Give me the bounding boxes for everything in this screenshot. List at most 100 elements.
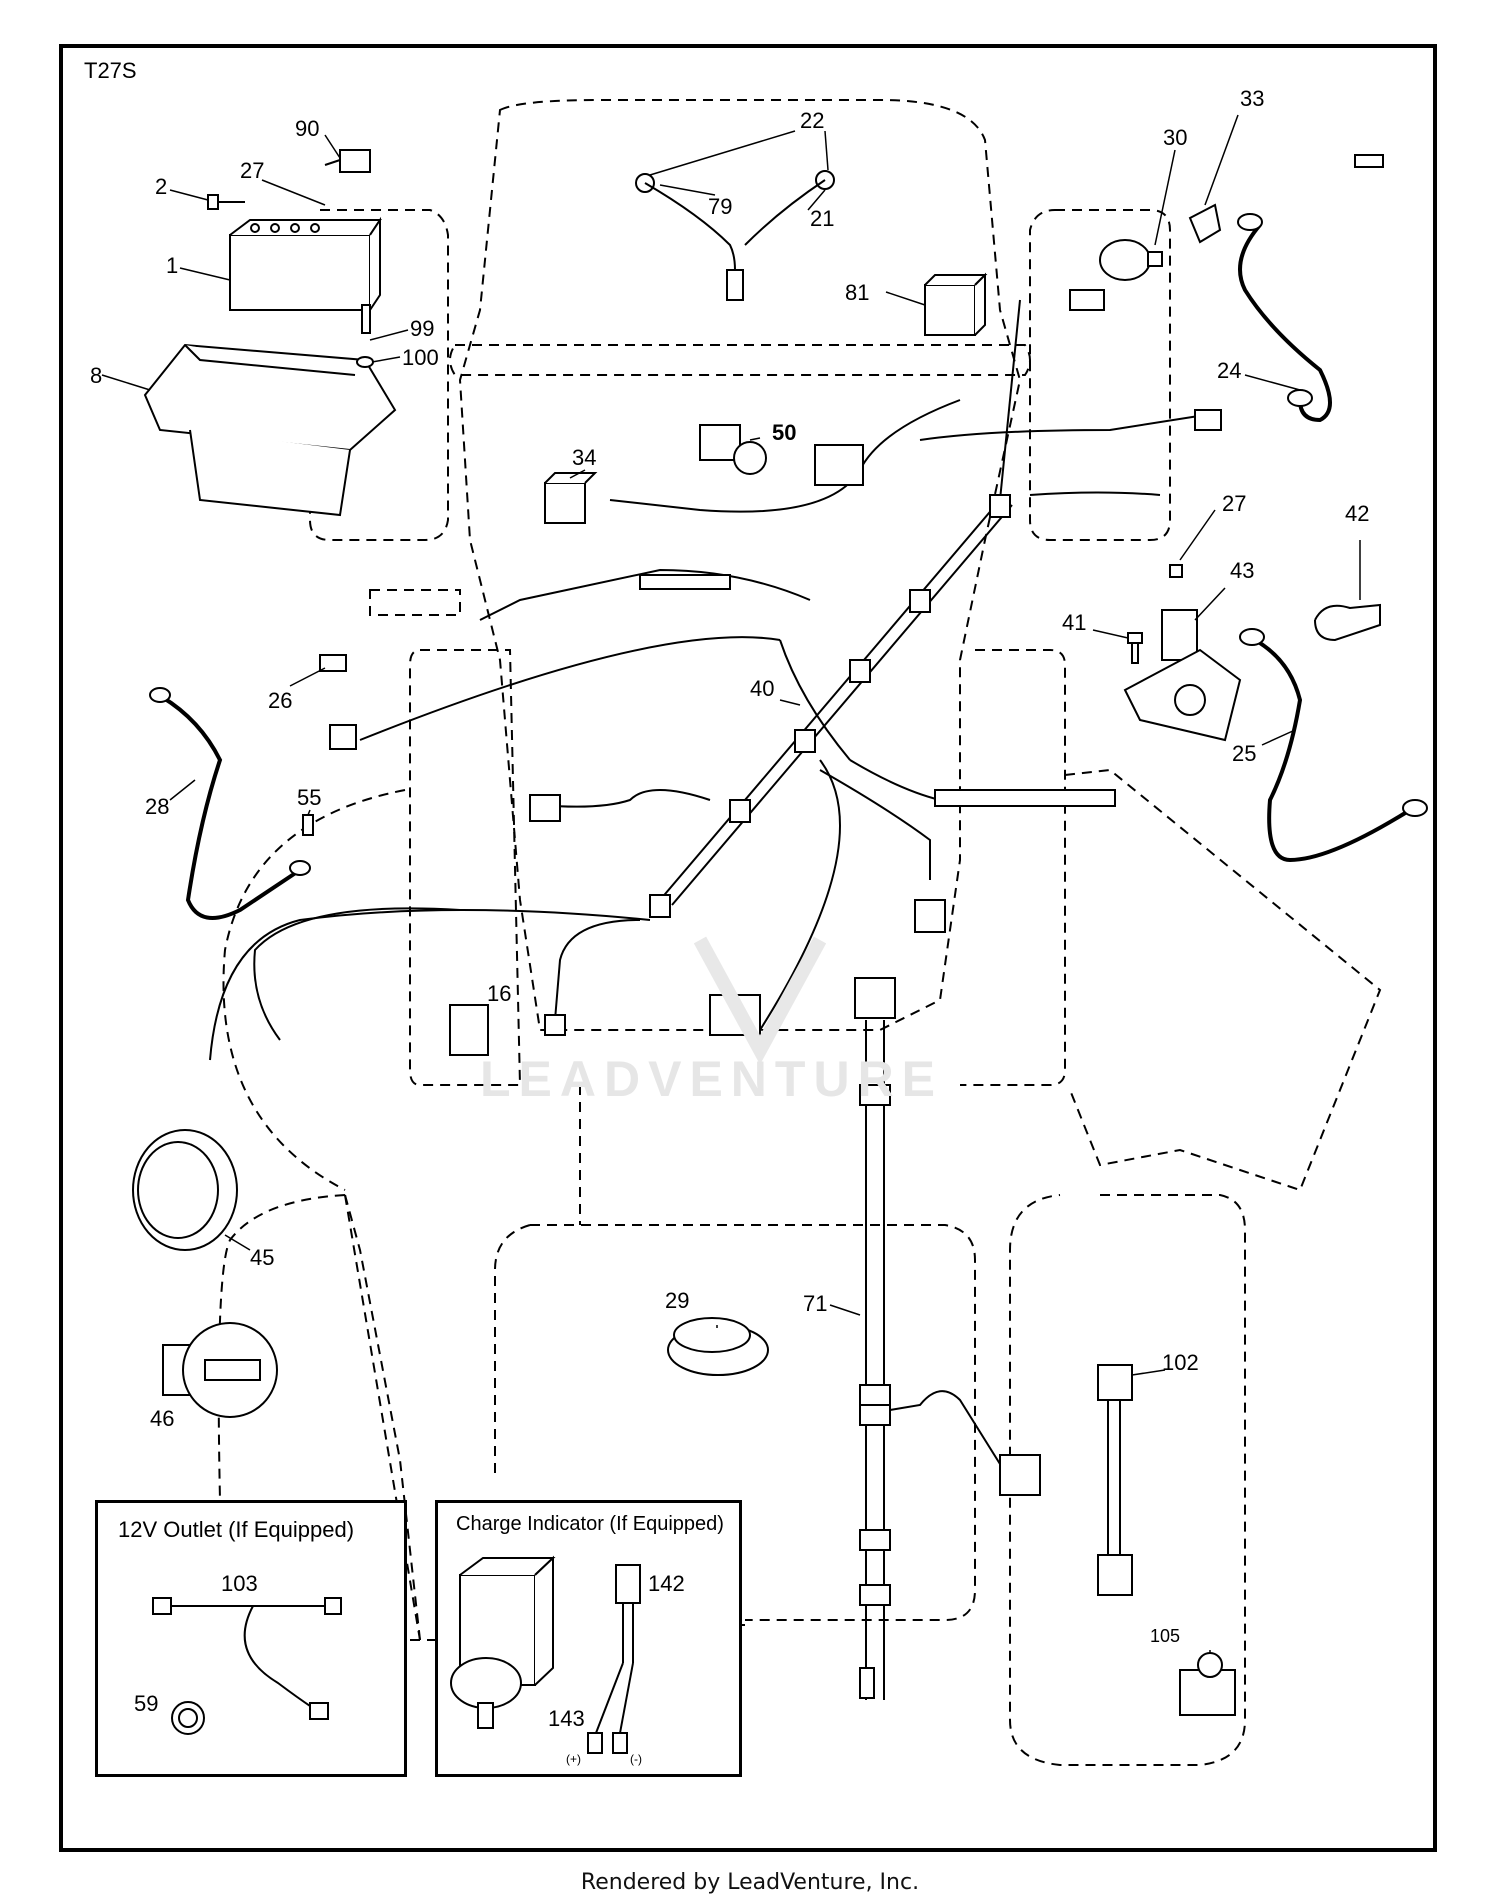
- ring-terminal-icon: [1287, 389, 1313, 407]
- battery-cable-icon: [1238, 223, 1332, 423]
- connector-icon: [859, 1667, 875, 1699]
- callout-59: 59: [134, 1691, 159, 1716]
- charge-indicator-icon: [450, 1555, 641, 1754]
- harness-clip-icon: [859, 1584, 891, 1606]
- harness-clip-icon: [934, 789, 1116, 807]
- connector-icon: [1069, 289, 1105, 311]
- callout-45: 45: [250, 1245, 275, 1270]
- ring-terminal-icon: [1237, 213, 1263, 231]
- callout-28: 28: [145, 794, 170, 819]
- battery-icon: [229, 216, 382, 311]
- callout-42: 42: [1345, 501, 1370, 526]
- lower-right-outline: [1009, 1194, 1246, 1766]
- callout-50: 50: [772, 420, 797, 445]
- connector-icon: [999, 1454, 1041, 1496]
- callout-26: 26: [268, 688, 293, 713]
- pto-switch-icon: [699, 424, 767, 475]
- terminal-cover-icon: [324, 149, 371, 173]
- connector-icon: [854, 977, 896, 1019]
- ring-terminal-icon: [1239, 628, 1265, 646]
- ring-terminal-icon: [149, 687, 171, 703]
- callout-34: 34: [572, 445, 597, 470]
- callout-81: 81: [845, 280, 870, 305]
- callout-71: 71: [803, 1291, 828, 1316]
- footer-credit: Rendered by LeadVenture, Inc.: [580, 1870, 920, 1895]
- left-fender-outline: [222, 789, 406, 1191]
- callout-16: 16: [487, 981, 512, 1006]
- harness-clip-icon: [849, 659, 871, 683]
- callout-30: 30: [1163, 125, 1188, 150]
- connector-icon: [1194, 409, 1222, 431]
- callout-2: 2: [155, 174, 168, 199]
- harness-clip-icon: [859, 1404, 891, 1426]
- mounting-plate-icon: [814, 444, 864, 486]
- outlet-panel: 12V Outlet (If Equipped) 103 59: [95, 1500, 407, 1777]
- adapter-harness-icon: [1107, 1400, 1121, 1560]
- watermark-logo: [693, 936, 827, 1065]
- seat-switch-icon: [449, 1004, 489, 1056]
- callout-24: 24: [1217, 358, 1242, 383]
- screw-55-icon: [302, 814, 314, 836]
- callout-103: 103: [221, 1571, 258, 1596]
- callout-99: 99: [410, 316, 435, 341]
- watermark-text: LEADVENTURE: [480, 1051, 944, 1107]
- outlet-harness-icon: [152, 1597, 342, 1735]
- lower-center-left: [494, 1224, 531, 1480]
- callout-55: 55: [297, 785, 322, 810]
- connector-icon: [1097, 1364, 1133, 1401]
- key-icon: [1188, 203, 1222, 244]
- fuse-icon: [319, 654, 347, 672]
- connector-icon: [544, 1014, 566, 1036]
- callout-29: 29: [665, 1288, 690, 1313]
- harness-clip-icon: [649, 894, 671, 918]
- lower-left-outline-2: [344, 1194, 421, 1641]
- connector-icon: [529, 794, 561, 822]
- ring-terminal-icon: [289, 860, 311, 876]
- pto-solenoid-icon: [1179, 1652, 1236, 1716]
- dash-body-outline-right: [960, 649, 1066, 1086]
- callout-27: 27: [240, 158, 265, 183]
- callout-27-solenoid: 27: [1222, 491, 1247, 516]
- callout-90: 90: [295, 116, 320, 141]
- harness-clip-icon: [989, 494, 1011, 518]
- battery-area-outline: [309, 209, 449, 541]
- bolt-icon: [207, 194, 374, 368]
- callout-40: 40: [750, 676, 775, 701]
- outlet-panel-title: 12V Outlet (If Equipped): [118, 1517, 355, 1542]
- minus-terminal-label: (-): [630, 1752, 642, 1766]
- ignition-switch-icon: [1099, 239, 1163, 281]
- cable-25-icon: [1254, 638, 1412, 863]
- terminal-boot-icon: [1314, 603, 1381, 642]
- harness-clip-icon: [909, 589, 931, 613]
- connector-icon: [1097, 1554, 1133, 1596]
- callout-25: 25: [1232, 741, 1257, 766]
- horn-icon: [667, 1317, 769, 1376]
- callout-41: 41: [1062, 610, 1087, 635]
- callout-33: 33: [1240, 86, 1265, 111]
- rocker-switch-icon: [544, 472, 598, 524]
- callout-143: 143: [548, 1706, 585, 1731]
- harness-clip-icon: [859, 1084, 891, 1106]
- callout-8: 8: [90, 363, 103, 388]
- right-upper-outline: [1029, 209, 1171, 541]
- harness-clip-icon: [639, 574, 731, 590]
- clamp-icon: [1354, 154, 1384, 168]
- hood-outline: [458, 99, 1022, 1031]
- callout-1: 1: [166, 253, 179, 278]
- harness-clip-icon: [859, 1529, 891, 1551]
- callout-79: 79: [708, 194, 733, 219]
- callout-102: 102: [1162, 1350, 1199, 1375]
- plus-terminal-label: (+): [566, 1752, 581, 1766]
- ground-dash: [369, 589, 461, 616]
- callout-leader-lines: [101, 114, 1361, 1653]
- hour-meter-icon: [162, 1322, 278, 1418]
- callout-100: 100: [402, 345, 439, 370]
- callout-43: 43: [1230, 558, 1255, 583]
- frame-bar: [449, 344, 1031, 376]
- harness-clip-icon: [794, 729, 816, 753]
- harness-clip-icon: [729, 799, 751, 823]
- connector-icon: [329, 724, 357, 750]
- callout-105: 105: [1150, 1626, 1181, 1646]
- bolt-41-icon: [1127, 632, 1143, 664]
